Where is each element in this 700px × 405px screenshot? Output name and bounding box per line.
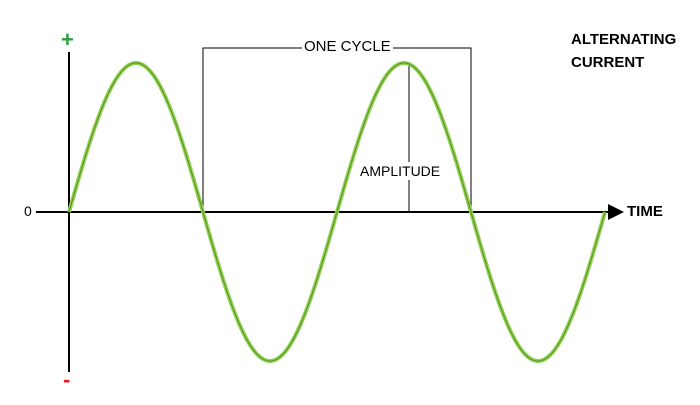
one-cycle-label: ONE CYCLE: [302, 38, 393, 55]
time-axis-label: TIME: [627, 203, 663, 220]
title-line-2: CURRENT: [571, 54, 645, 71]
time-arrowhead: [608, 204, 624, 220]
diagram-title: ALTERNATING CURRENT: [571, 28, 700, 74]
sine-wave-core: [68, 62, 606, 362]
zero-label: 0: [24, 203, 32, 219]
one-cycle-bracket: [202, 47, 472, 212]
title-line-1: ALTERNATING: [571, 31, 677, 48]
negative-sign: -: [63, 367, 71, 392]
amplitude-label: AMPLITUDE: [358, 162, 443, 180]
positive-sign: +: [61, 27, 74, 52]
